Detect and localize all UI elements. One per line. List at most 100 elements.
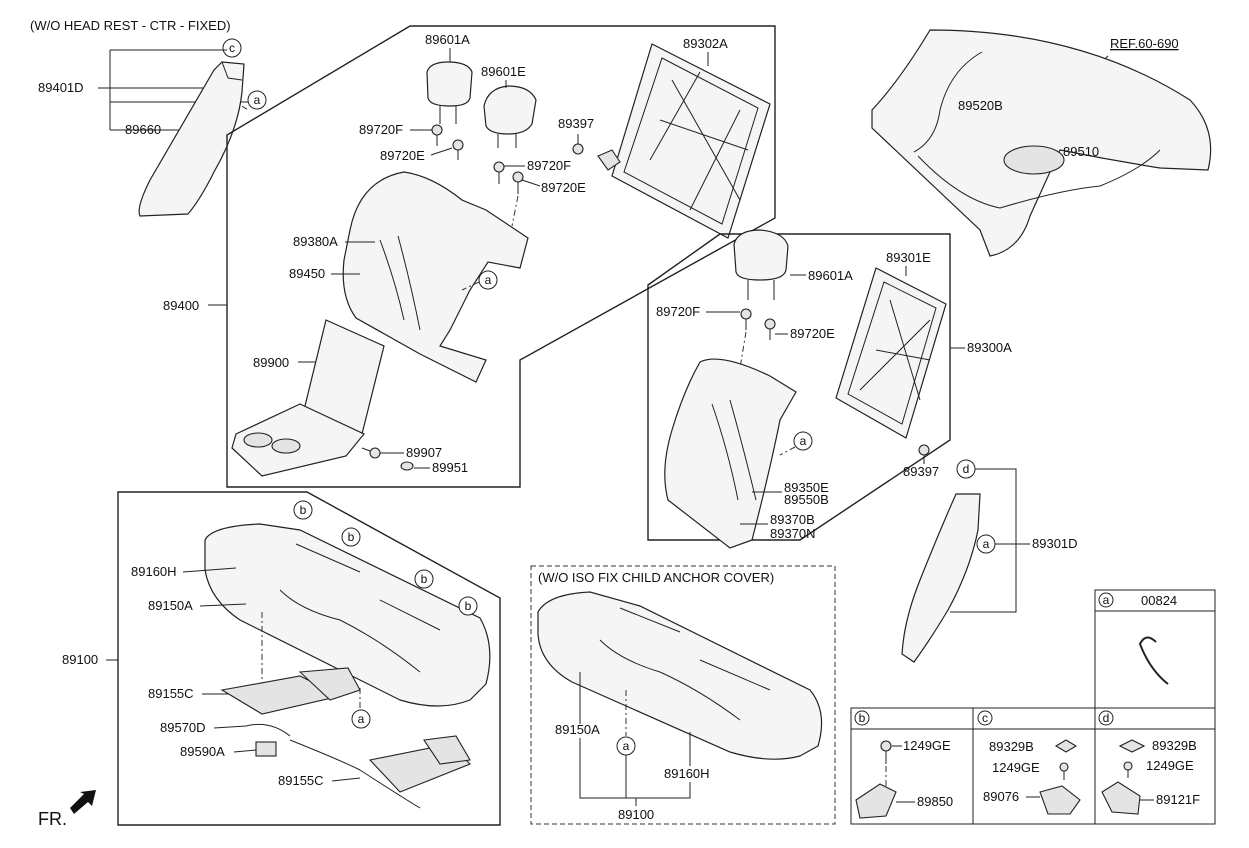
callout-b-circle-2 (341, 527, 361, 547)
guide-89720F-2-part (493, 161, 505, 173)
cover-2-seams (711, 399, 757, 501)
label-89370N: 89370N (770, 526, 816, 541)
wiring-harness (913, 51, 1161, 209)
label-89720E-2: 89720E (541, 180, 586, 195)
label-89380A: 89380A (293, 234, 338, 249)
label-89510: 89510 (1063, 144, 1099, 159)
leader-89570D (213, 723, 291, 737)
heater-mat-1b-part (298, 667, 361, 701)
label-89302A: 89302A (683, 36, 728, 51)
cap-89951-part (400, 461, 414, 471)
leader-89720E-1 (430, 147, 453, 156)
module-89590A-part (255, 741, 277, 757)
label-89150A-2: 89150A (555, 722, 600, 737)
seat-back-cover-89350E-part (664, 358, 797, 549)
group-wo-iso-fix: (W/O ISO FIX CHILD ANCHOR COVER) 89150A … (530, 565, 836, 825)
frame-ribs-2 (847, 281, 937, 425)
frame-ribs (623, 57, 759, 225)
legend-c-circle (977, 710, 993, 726)
cushion-dash-lines (261, 612, 361, 710)
legend-a-key: a (1103, 593, 1110, 607)
label-89720F-3: 89720F (656, 304, 700, 319)
callout-b-text-2: b (348, 530, 355, 544)
callout-b-circle-1 (293, 500, 313, 520)
label-89601A-2: 89601A (808, 268, 853, 283)
screw-1249GE-b-icon (880, 740, 892, 752)
heater-mat-2b-part (423, 735, 471, 765)
callout-a-circle (247, 90, 267, 110)
callout-a-text-6: a (623, 739, 630, 753)
guide-89850-icon (855, 783, 897, 819)
pad-89329B-c-icon (1054, 739, 1078, 753)
label-89397-1: 89397 (558, 116, 594, 131)
label-89301E: 89301E (886, 250, 931, 265)
group-seat-back-89300A: 89300A 89601A 89720F 89720E 89301E 89397… (647, 229, 1012, 549)
label-89907: 89907 (406, 445, 442, 460)
armrest-cover-89301D-part (901, 493, 981, 663)
label-89301D: 89301D (1032, 536, 1078, 551)
guide-dash-2 (739, 331, 747, 369)
cupholder-1 (243, 432, 273, 448)
guide-89720E-1-part (452, 139, 464, 151)
callout-b-text-1: b (300, 503, 307, 517)
label-89720F-1: 89720F (359, 122, 403, 137)
legend-a-circle (1098, 592, 1114, 608)
seat-back-cover-89380A-part (342, 171, 529, 383)
leader-89160H-1 (182, 567, 237, 573)
callout-a-circle-2 (478, 270, 498, 290)
seat-cushion-89160H-part (204, 523, 491, 707)
label-89951: 89951 (432, 460, 468, 475)
frame-bracket (597, 149, 621, 171)
group-seat-back-assembly: 89400 89601A 89601E 89720F 89720E 89720F… (163, 25, 776, 488)
screw-1249GE-c-icon (1059, 762, 1069, 772)
callout-a-circle-4 (976, 534, 996, 554)
clip-89397-2-part (918, 444, 930, 456)
seat-cushion-frame (117, 491, 501, 826)
legend-d-89329B: 89329B (1152, 738, 1197, 753)
group-89301D: d 89301D a (901, 459, 1078, 663)
speaker-opening (1003, 145, 1065, 175)
legend-a-part: 00824 (1141, 593, 1177, 608)
seat-back-frame-89302A-part (611, 43, 771, 239)
label-89450: 89450 (289, 266, 325, 281)
label-89100-1: 89100 (62, 652, 98, 667)
legend-b-key: b (859, 711, 866, 725)
callout-a-leader (241, 105, 249, 111)
group-seat-cushion-89100: 89100 b b b b 89160H 89150A a 89155C 895… (62, 491, 501, 826)
callout-d-text: d (963, 462, 970, 476)
label-89155C-2: 89155C (278, 773, 324, 788)
callout-a-leader-2 (461, 281, 480, 291)
label-89370B: 89370B (770, 512, 815, 527)
cover-seams (379, 235, 421, 331)
guide-89121F-icon (1101, 781, 1141, 815)
headrest-89601E-part (483, 85, 537, 135)
label-89100-2: 89100 (618, 807, 654, 822)
front-direction-indicator: FR. (38, 790, 96, 829)
screw-89907-part (369, 447, 381, 459)
callout-a-text-3: a (800, 434, 807, 448)
group-trunk-wiring: REF.60-690 89520B 89510 (871, 29, 1212, 257)
label-89550B: 89550B (784, 492, 829, 507)
callout-c-text: c (229, 41, 235, 55)
legend-c-1249GE: 1249GE (992, 760, 1040, 775)
legend-d-key: d (1103, 711, 1110, 725)
label-89570D: 89570D (160, 720, 206, 735)
callout-a-text-5: a (358, 712, 365, 726)
callout-b-circle-3 (414, 569, 434, 589)
cushion-seams (279, 543, 441, 673)
wo-iso-fix-title: (W/O ISO FIX CHILD ANCHOR COVER) (538, 570, 774, 585)
cushion-2-seams (599, 607, 771, 721)
leader-89590A (233, 749, 257, 753)
legend-d-1249GE: 1249GE (1146, 758, 1194, 773)
leader-89907 (361, 447, 404, 454)
label-89601A-top: 89601A (425, 32, 470, 47)
guide-dash (511, 195, 519, 227)
leader-lines-89401D (98, 49, 250, 131)
group-headrest-ctr-fixed: (W/O HEAD REST - CTR - FIXED) c a 89401D… (30, 18, 267, 217)
legend-a-box (1094, 589, 1216, 709)
legend-d-circle (1098, 710, 1114, 726)
guide-89720E-3-part (764, 318, 776, 330)
armrest-cover-part (138, 61, 245, 217)
trunk-panel-part (871, 29, 1212, 257)
label-89590A: 89590A (180, 744, 225, 759)
